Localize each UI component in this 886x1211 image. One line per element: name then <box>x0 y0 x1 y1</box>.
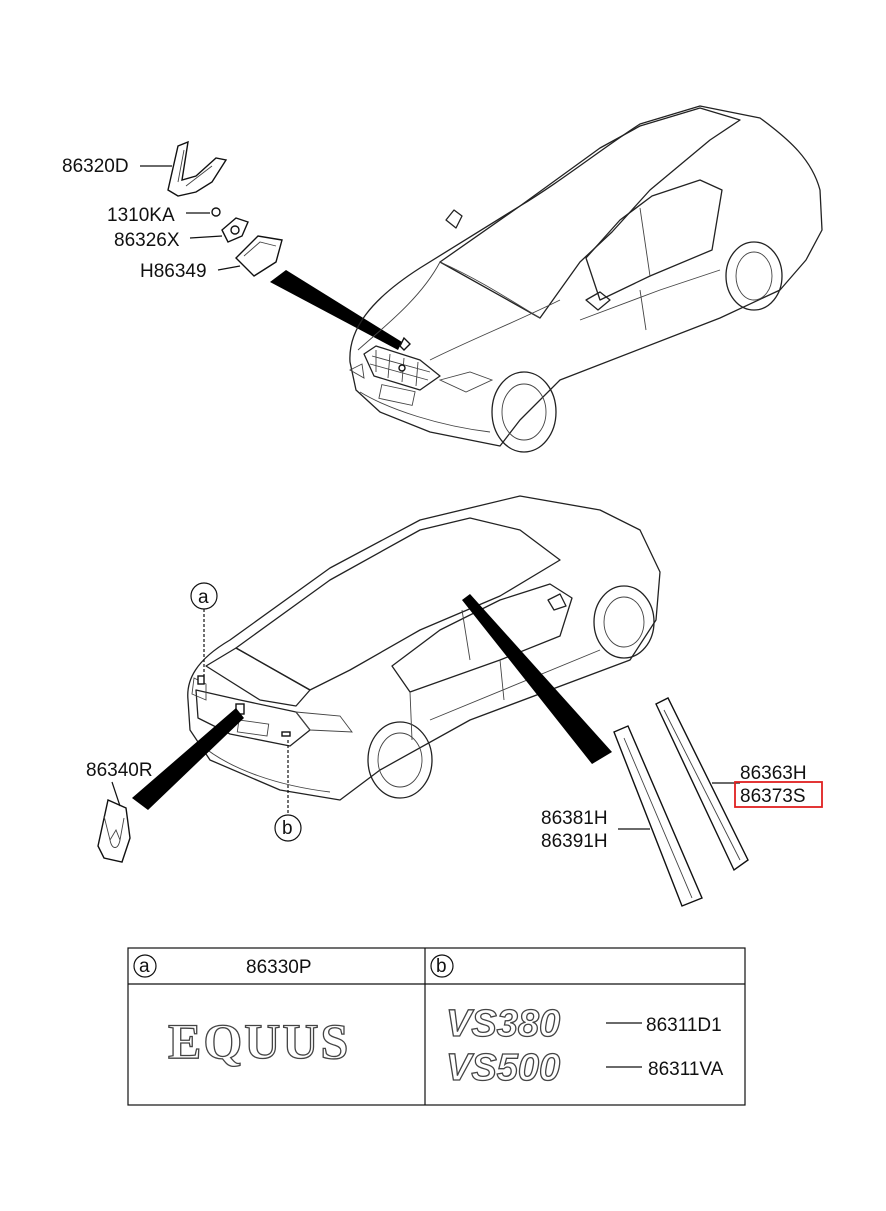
vs380-emblem: VS380 <box>446 1003 560 1045</box>
marker-a: a <box>190 582 218 676</box>
table-part-vs500: 86311VA <box>648 1059 724 1080</box>
emblem-table: a 86330P b EQUUS VS380 86311D1 VS500 863… <box>127 947 746 1106</box>
label-trunk-emblem: 86340R <box>86 760 153 781</box>
marker-b: b <box>274 740 302 842</box>
label-bracket: 86326X <box>114 230 180 251</box>
svg-text:a: a <box>139 956 150 977</box>
car-rear-view <box>187 495 661 801</box>
label-pillar-rear-a: 86381H <box>541 808 608 829</box>
equus-emblem: EQUUS <box>168 1013 350 1069</box>
label-nut: 1310KA <box>107 205 175 226</box>
table-part-vs380: 86311D1 <box>646 1015 722 1036</box>
table-part-a: 86330P <box>246 957 312 978</box>
table-marker-b <box>430 954 454 978</box>
svg-text:a: a <box>198 587 209 608</box>
pillar-pointer-wedge <box>462 594 612 764</box>
pad-part[interactable] <box>235 235 283 277</box>
vs500-emblem: VS500 <box>446 1047 560 1089</box>
car-front-view <box>349 105 823 453</box>
label-pillar-front-b: 86373S <box>740 786 806 807</box>
trunk-emblem-group: 86340R <box>86 708 244 863</box>
trunk-pointer-wedge <box>132 708 244 810</box>
table-marker-a <box>133 954 157 978</box>
pillar-front-strip[interactable] <box>655 697 749 872</box>
hood-pointer-wedge <box>270 270 402 350</box>
label-pillar-front-a: 86363H <box>740 763 807 784</box>
label-pad: H86349 <box>140 261 207 282</box>
hood-emblem-part[interactable] <box>167 140 228 197</box>
pillar-strips <box>613 697 749 907</box>
pillar-rear-strip[interactable] <box>613 725 703 907</box>
svg-text:b: b <box>282 818 293 839</box>
hood-emblem-group: 86320D 1310KA 86326X H86349 <box>62 140 402 350</box>
trunk-emblem-part[interactable] <box>97 799 131 863</box>
label-pillar-rear-b: 86391H <box>541 831 608 852</box>
nut-part[interactable] <box>211 207 221 217</box>
svg-text:b: b <box>436 956 447 977</box>
label-hood-emblem: 86320D <box>62 156 129 177</box>
highlight-box <box>734 781 823 808</box>
